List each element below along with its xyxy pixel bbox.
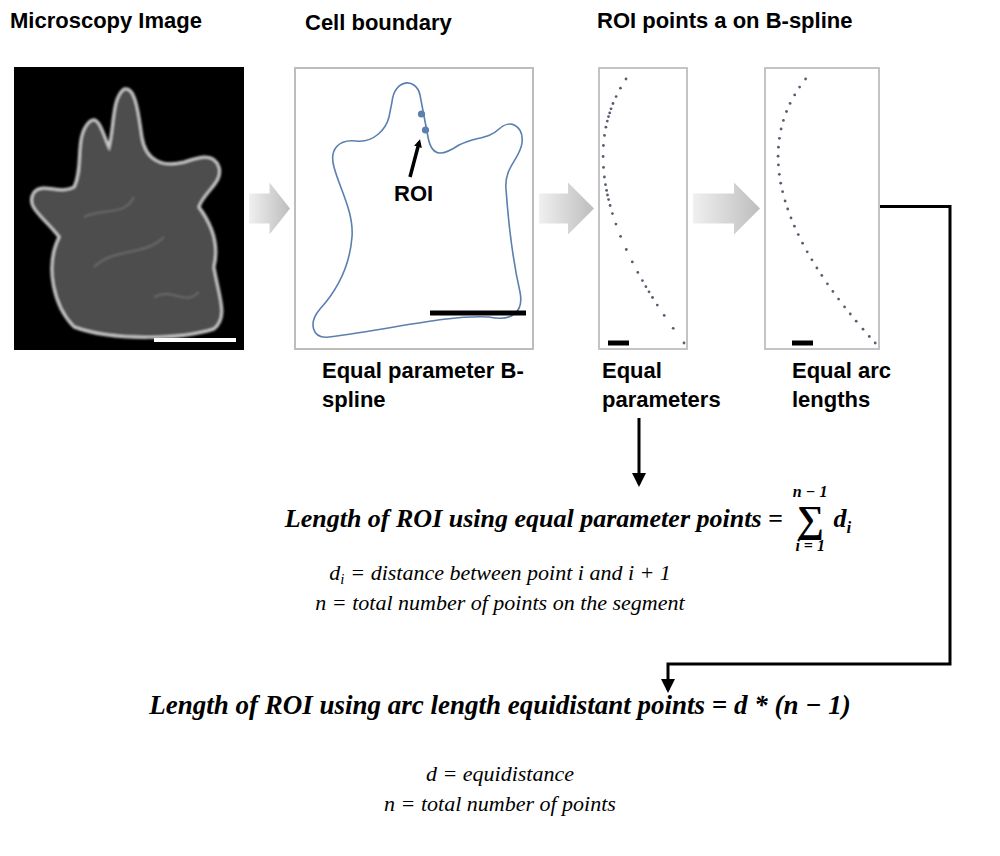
subscript: i — [846, 518, 851, 538]
connector-arrow — [668, 207, 950, 691]
sum-limit: i = 1 — [795, 538, 825, 554]
image-panel: Equal parameters — [598, 67, 688, 350]
flow-arrow — [539, 183, 594, 235]
formula-text: Length of ROI using equal parameter poin… — [285, 504, 783, 534]
microscopy-image — [14, 67, 244, 350]
panel-heading: Cell boundary — [305, 10, 452, 36]
formula-row: Length of ROI using equal parameter poin… — [285, 484, 851, 554]
panel-heading: Microscopy Image — [10, 8, 202, 34]
panel-caption: Equal parameter B-spline — [322, 356, 552, 414]
sum-limit: n − 1 — [793, 484, 828, 500]
definition-text: = distance between point i and i + 1 — [350, 560, 671, 585]
sum-symbol: n − 1∑i = 1 — [793, 484, 828, 554]
flow-arrow — [249, 183, 290, 235]
variable: d — [329, 560, 340, 585]
definition-text: n = total number of points on the segmen… — [315, 590, 684, 616]
definition-line: di = distance between point i and i + 1 — [329, 560, 671, 588]
equal-parameter-points — [602, 78, 686, 345]
image-panel: Equal arc lengths — [764, 67, 880, 350]
image-panel: Microscopy Image — [14, 67, 244, 350]
panel-caption: Equal parameters — [602, 356, 727, 414]
connector-arrow — [638, 418, 641, 484]
equal-arc-length-points — [777, 78, 877, 345]
panel-caption: Equal arc lengths — [792, 356, 904, 414]
formula-block: Length of ROI using equal parameter poin… — [0, 484, 1000, 616]
formula-text: Length of ROI using arc length equidista… — [149, 690, 851, 721]
subscript: i — [340, 571, 344, 587]
roi-label: ROI — [394, 181, 433, 207]
variable: d — [833, 504, 846, 534]
definition-text: n = total number of points — [384, 791, 616, 817]
group-heading: ROI points a on B-spline — [597, 8, 852, 34]
image-panel: Cell boundaryROIEqual parameter B-spline — [294, 67, 534, 350]
sum-sign: ∑ — [797, 500, 824, 538]
formula-block: Length of ROI using arc length equidista… — [0, 690, 1000, 817]
definition-text: d = equidistance — [426, 761, 574, 787]
flow-arrow — [693, 183, 760, 235]
cell-boundary-plot — [294, 67, 534, 350]
